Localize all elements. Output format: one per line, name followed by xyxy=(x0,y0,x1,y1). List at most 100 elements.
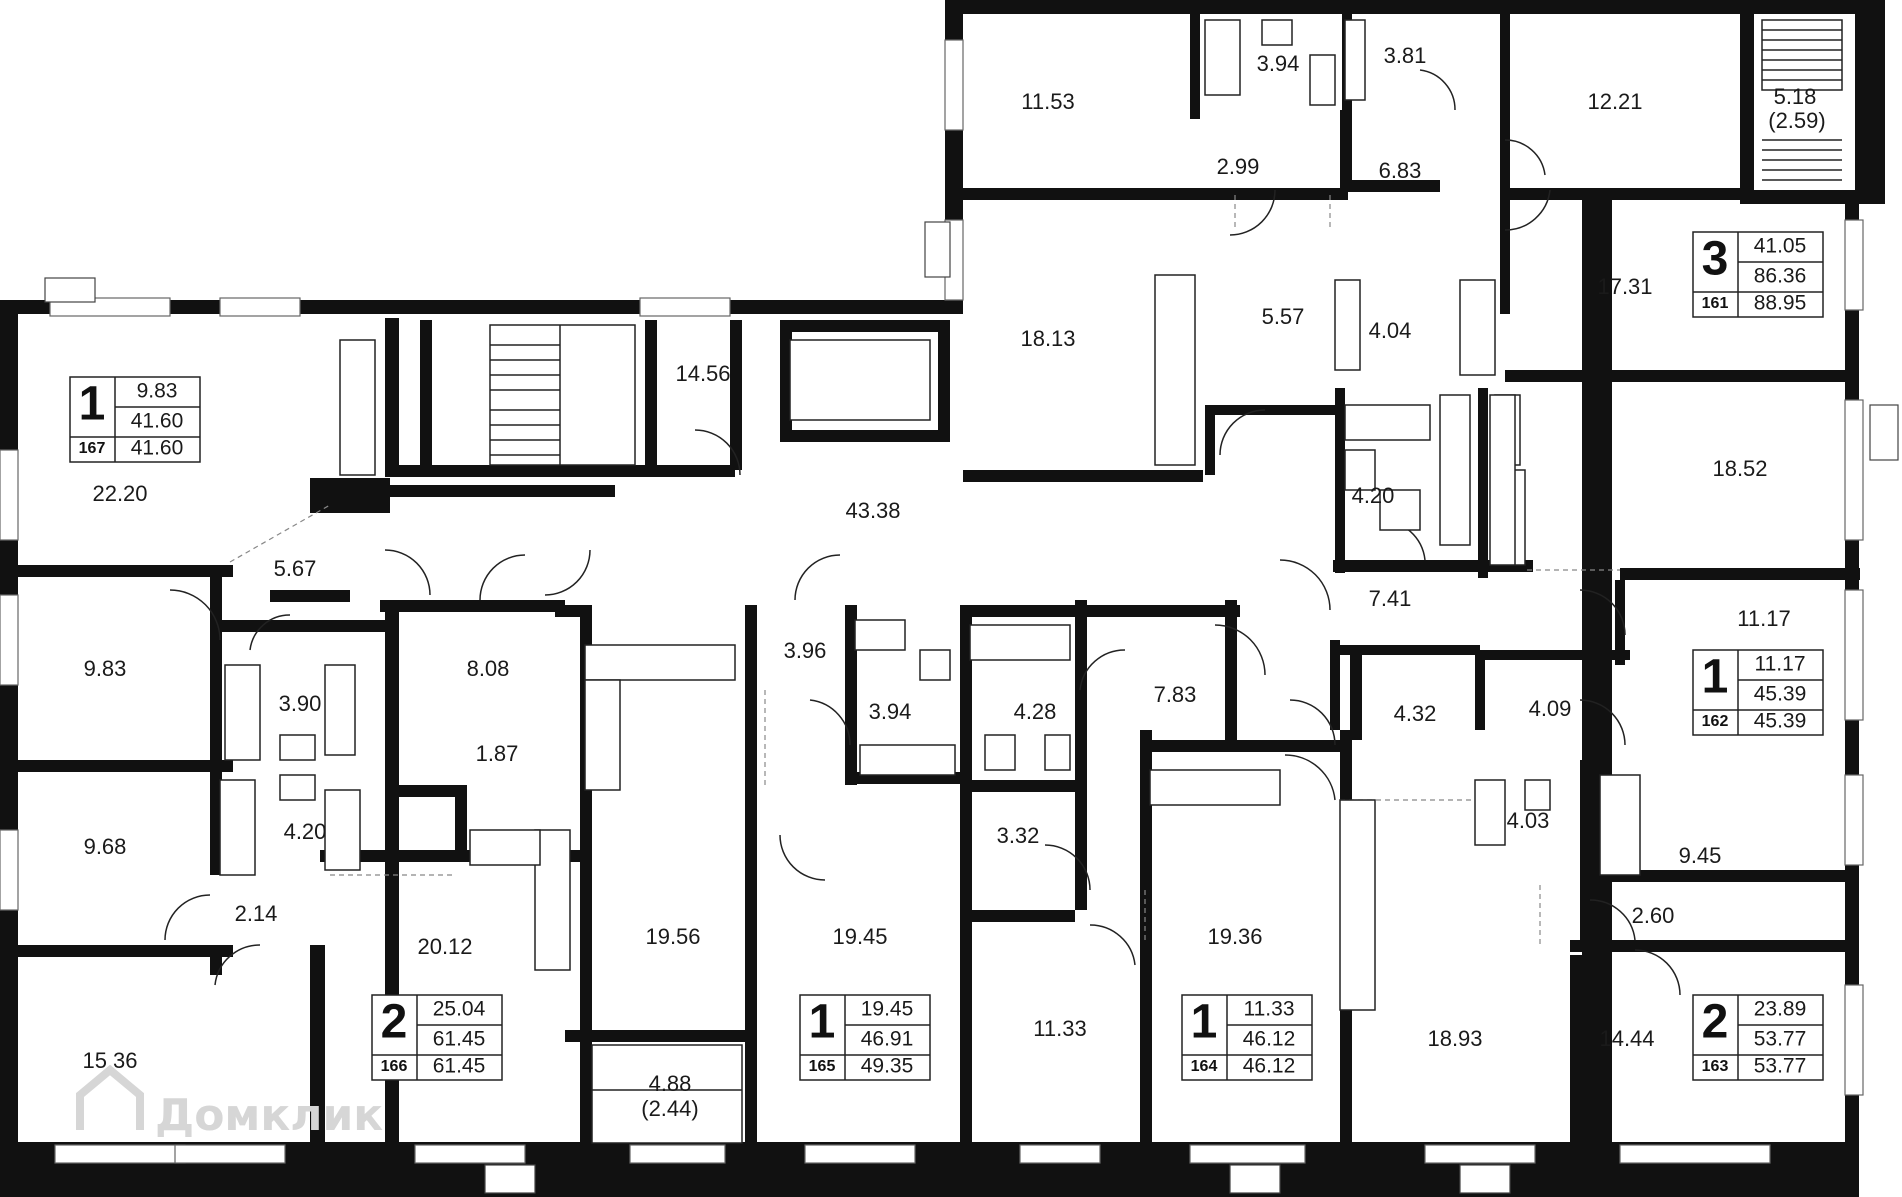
apartment-rooms: 2 xyxy=(1702,996,1729,1049)
house-logo-icon xyxy=(76,1064,144,1130)
apartment-rooms: 1 xyxy=(79,378,106,431)
apartment-living: 9.83 xyxy=(137,380,178,403)
room-area: 18.93 xyxy=(1427,1026,1482,1051)
room-area: 2.99 xyxy=(1217,154,1260,179)
room-area: 18.52 xyxy=(1712,456,1767,481)
watermark: Домклик xyxy=(76,1064,383,1141)
apartment-total: 86.36 xyxy=(1754,265,1807,288)
apartment-info-163: 2 163 23.89 53.77 53.77 xyxy=(1692,994,1824,1081)
room-area: 4.28 xyxy=(1014,699,1057,724)
room-area: 8.08 xyxy=(467,656,510,681)
apartment-total: 46.12 xyxy=(1243,1028,1296,1051)
room-area: 4.88 xyxy=(649,1071,692,1096)
apartment-total-balcony: 45.39 xyxy=(1754,710,1807,733)
apartment-number: 165 xyxy=(809,1058,836,1075)
room-labels: 11.53 3.94 3.81 12.21 5.18 (2.59) 2.99 6… xyxy=(82,43,1825,1121)
room-area: 5.57 xyxy=(1262,304,1305,329)
room-area: 4.32 xyxy=(1394,701,1437,726)
apartment-living: 11.33 xyxy=(1244,998,1295,1021)
windows xyxy=(0,39,1864,1164)
apartment-info-166: 2 166 25.04 61.45 61.45 xyxy=(371,994,503,1081)
room-area: 9.83 xyxy=(84,656,127,681)
room-area: 20.12 xyxy=(417,934,472,959)
apartment-rooms: 1 xyxy=(809,996,836,1049)
apartment-number: 166 xyxy=(381,1058,408,1075)
apartment-info-162: 1 162 11.17 45.39 45.39 xyxy=(1692,649,1824,736)
apartment-number: 162 xyxy=(1702,713,1729,730)
room-area: 11.33 xyxy=(1033,1016,1086,1041)
room-area: 3.94 xyxy=(1257,51,1300,76)
apartment-info-165: 1 165 19.45 46.91 49.35 xyxy=(799,994,931,1081)
apartment-total-balcony: 61.45 xyxy=(433,1055,486,1078)
apartment-total-balcony: 53.77 xyxy=(1754,1055,1807,1078)
apartment-info-167: 1 167 9.83 41.60 41.60 xyxy=(69,376,201,463)
room-area: 4.09 xyxy=(1529,696,1572,721)
room-area: 9.68 xyxy=(84,834,127,859)
room-area: 3.81 xyxy=(1384,43,1427,68)
room-area: 3.90 xyxy=(279,691,322,716)
room-area: 6.83 xyxy=(1379,158,1422,183)
apartment-total-balcony: 46.12 xyxy=(1243,1055,1296,1078)
apartment-rooms: 1 xyxy=(1191,996,1218,1049)
room-area: 18.13 xyxy=(1020,326,1075,351)
apartment-rooms: 2 xyxy=(381,996,408,1049)
room-area: 12.21 xyxy=(1587,89,1642,114)
room-area: 2.60 xyxy=(1632,903,1675,928)
apartment-living: 19.45 xyxy=(861,998,914,1021)
apartment-number: 161 xyxy=(1702,295,1729,312)
room-area: 4.20 xyxy=(284,819,327,844)
room-area: 19.36 xyxy=(1207,924,1262,949)
apartment-total: 53.77 xyxy=(1754,1028,1807,1051)
room-area: 11.17 xyxy=(1737,606,1790,631)
apartment-total: 41.60 xyxy=(131,410,184,433)
apartment-living: 11.17 xyxy=(1755,653,1806,676)
apartment-number: 164 xyxy=(1191,1058,1218,1075)
apartment-total-balcony: 41.60 xyxy=(131,437,184,460)
apartment-number: 163 xyxy=(1702,1058,1729,1075)
apartment-rooms: 3 xyxy=(1702,233,1729,286)
room-area: 4.03 xyxy=(1507,808,1550,833)
apartment-living: 25.04 xyxy=(433,998,486,1021)
apartment-living: 41.05 xyxy=(1754,235,1807,258)
kitchen-units xyxy=(339,274,1516,1011)
apartment-info-161: 3 161 41.05 86.36 88.95 xyxy=(1692,231,1824,318)
apartment-info-164: 1 164 11.33 46.12 46.12 xyxy=(1181,994,1313,1081)
room-area: 14.44 xyxy=(1599,1026,1654,1051)
room-area: 9.45 xyxy=(1679,843,1722,868)
zone-separators xyxy=(229,195,1620,945)
staircase xyxy=(489,324,931,466)
ac-units xyxy=(44,221,1899,1194)
room-area: 11.53 xyxy=(1021,89,1074,114)
watermark-text: Домклик xyxy=(155,1090,383,1141)
apartment-total: 61.45 xyxy=(433,1028,486,1051)
apartment-total-balcony: 49.35 xyxy=(861,1055,914,1078)
balcony-top-right xyxy=(1761,19,1843,181)
room-area: 2.14 xyxy=(235,901,278,926)
room-area: 3.96 xyxy=(784,638,827,663)
room-area: 3.32 xyxy=(997,823,1040,848)
apartment-total: 46.91 xyxy=(861,1028,914,1051)
apartment-total-balcony: 88.95 xyxy=(1754,292,1807,315)
room-area: 1.87 xyxy=(476,741,519,766)
bathroom-fixtures xyxy=(219,19,1641,876)
door-swings xyxy=(164,69,1681,996)
room-area: 17.31 xyxy=(1597,274,1652,299)
room-area: 7.41 xyxy=(1369,586,1412,611)
room-area: 5.67 xyxy=(274,556,317,581)
room-area: 4.04 xyxy=(1369,318,1412,343)
apartment-living: 23.89 xyxy=(1754,998,1807,1021)
balcony-bottom xyxy=(591,1044,743,1144)
room-area: 22.20 xyxy=(92,481,147,506)
apartment-rooms: 1 xyxy=(1702,651,1729,704)
room-area: 43.38 xyxy=(845,498,900,523)
room-area: 7.83 xyxy=(1154,682,1197,707)
room-area: 5.18 xyxy=(1774,84,1817,109)
room-area: 4.20 xyxy=(1352,483,1395,508)
room-area: 19.56 xyxy=(645,924,700,949)
apartment-total: 45.39 xyxy=(1754,683,1807,706)
room-area: 3.94 xyxy=(869,699,912,724)
apartment-number: 167 xyxy=(79,440,106,457)
room-area: (2.59) xyxy=(1768,108,1825,133)
